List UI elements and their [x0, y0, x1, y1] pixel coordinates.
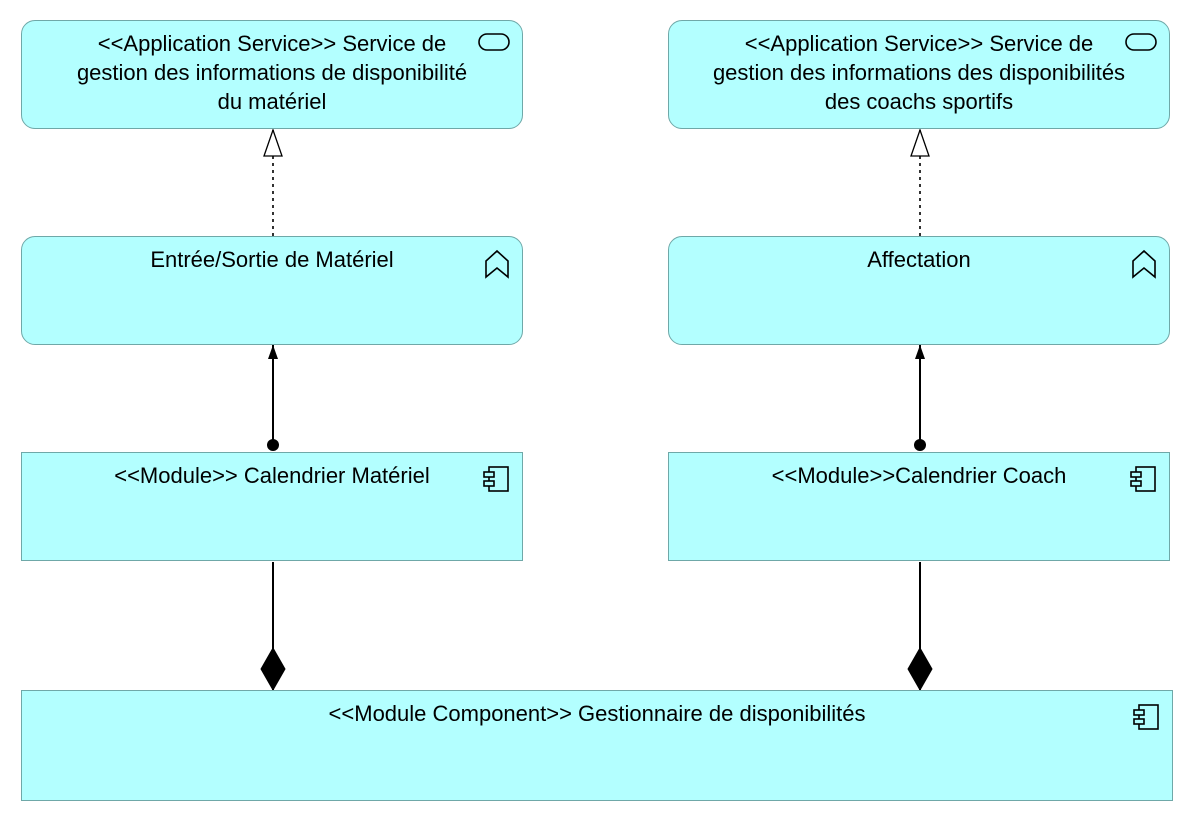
application-function-icon	[485, 249, 509, 279]
component-icon	[1130, 466, 1156, 492]
component-icon	[483, 466, 509, 492]
module-calendrier-materiel[interactable]: <<Module>> Calendrier Matériel	[21, 452, 523, 561]
application-service-material-label: <<Application Service>> Service de gesti…	[76, 31, 468, 114]
application-service-icon	[478, 33, 510, 51]
application-function-material-label: Entrée/Sortie de Matériel	[150, 247, 394, 272]
application-function-material[interactable]: Entrée/Sortie de Matériel	[21, 236, 523, 345]
module-component-gestionnaire[interactable]: <<Module Component>> Gestionnaire de dis…	[21, 690, 1173, 801]
application-service-icon	[1125, 33, 1157, 51]
module-calendrier-coach[interactable]: <<Module>>Calendrier Coach	[668, 452, 1170, 561]
application-function-coach[interactable]: Affectation	[668, 236, 1170, 345]
application-service-coach[interactable]: <<Application Service>> Service de gesti…	[668, 20, 1170, 129]
module-component-gestionnaire-label: <<Module Component>> Gestionnaire de dis…	[328, 701, 866, 726]
component-icon	[1133, 704, 1159, 730]
application-function-coach-label: Affectation	[867, 247, 971, 272]
application-service-material[interactable]: <<Application Service>> Service de gesti…	[21, 20, 523, 129]
module-calendrier-coach-label: <<Module>>Calendrier Coach	[771, 463, 1067, 488]
application-function-icon	[1132, 249, 1156, 279]
application-service-coach-label: <<Application Service>> Service de gesti…	[712, 31, 1126, 114]
module-calendrier-materiel-label: <<Module>> Calendrier Matériel	[114, 463, 430, 488]
